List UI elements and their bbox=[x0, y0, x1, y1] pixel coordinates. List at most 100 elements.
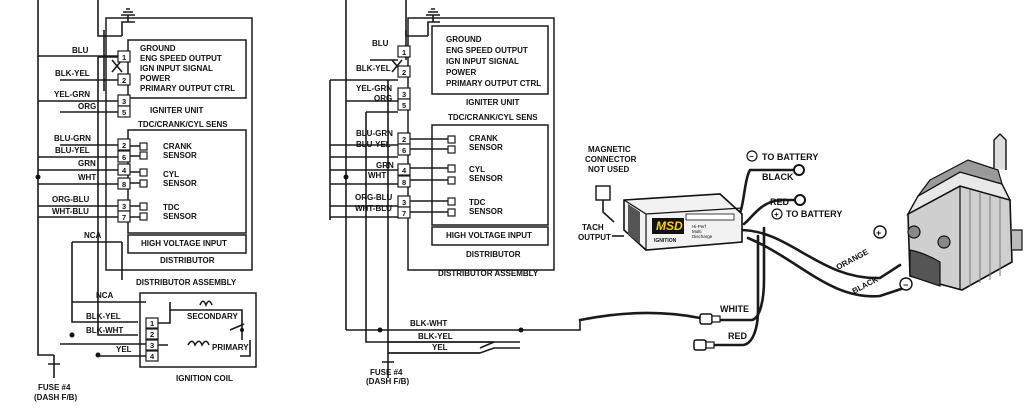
wire-label: BLU bbox=[72, 46, 89, 55]
svg-text:OUTPUT: OUTPUT bbox=[578, 233, 611, 242]
svg-text:CRANK: CRANK bbox=[163, 142, 192, 151]
svg-text:2: 2 bbox=[122, 141, 126, 150]
svg-text:6: 6 bbox=[122, 153, 126, 162]
svg-text:TDC: TDC bbox=[163, 203, 180, 212]
distributor-assembly-label: DISTRIBUTOR ASSEMBLY bbox=[136, 278, 237, 287]
svg-text:SENSOR: SENSOR bbox=[469, 174, 503, 183]
ignition-coil-box bbox=[139, 292, 257, 368]
svg-text:TDC: TDC bbox=[469, 198, 486, 207]
svg-text:ENG SPEED OUTPUT: ENG SPEED OUTPUT bbox=[446, 46, 528, 55]
svg-text:SENSOR: SENSOR bbox=[469, 207, 503, 216]
fuse-label: FUSE #4 bbox=[38, 383, 71, 392]
pin-5-left: 5 bbox=[122, 108, 126, 117]
svg-text:CONNECTOR: CONNECTOR bbox=[585, 155, 637, 164]
igniter-unit-box-right bbox=[431, 25, 549, 95]
hv-input-box-right bbox=[431, 226, 549, 246]
wire-label: BLU-YEL bbox=[55, 146, 90, 155]
svg-text:SENSOR: SENSOR bbox=[469, 143, 503, 152]
svg-text:BLACK: BLACK bbox=[762, 172, 794, 182]
magnetic-connector-icon bbox=[595, 185, 611, 201]
right-diagram: 1 2 3 5 2 6 4 8 3 7 BLU BLK-YEL YEL-GRN … bbox=[329, 0, 581, 386]
red-wire-top bbox=[742, 198, 798, 226]
svg-text:CYL: CYL bbox=[469, 165, 485, 174]
red-wire-bottom bbox=[703, 234, 760, 347]
msd-box: MSD IGNITION Hi-Perf Multi Discharge bbox=[623, 193, 743, 251]
fuse-sub-label: (DASH F/B) bbox=[34, 393, 77, 402]
coil-wire-label: BLK-YEL bbox=[86, 312, 121, 321]
igniter-unit-label: IGNITER UNIT bbox=[150, 106, 203, 115]
svg-text:BLU-YEL: BLU-YEL bbox=[356, 140, 391, 149]
svg-text:Multi: Multi bbox=[692, 229, 702, 234]
svg-text:WHT: WHT bbox=[368, 171, 386, 180]
svg-text:BLU: BLU bbox=[372, 39, 389, 48]
svg-text:RED: RED bbox=[770, 197, 790, 207]
wire-label: YEL-GRN bbox=[54, 90, 90, 99]
svg-text:8: 8 bbox=[402, 178, 406, 187]
svg-text:SENSOR: SENSOR bbox=[163, 212, 197, 221]
svg-text:3: 3 bbox=[402, 198, 406, 207]
secondary-label: SECONDARY bbox=[187, 312, 238, 321]
svg-text:ORANGE: ORANGE bbox=[835, 247, 871, 272]
svg-text:DISTRIBUTOR ASSEMBLY: DISTRIBUTOR ASSEMBLY bbox=[438, 269, 539, 278]
ground-symbol-left bbox=[121, 8, 135, 22]
pin-2-left: 2 bbox=[122, 76, 126, 85]
msd-ignition-coil-drawing bbox=[906, 133, 1023, 291]
svg-text:FUSE #4: FUSE #4 bbox=[370, 368, 403, 377]
minus-icon bbox=[746, 150, 758, 162]
svg-text:WHT-BLU: WHT-BLU bbox=[355, 204, 392, 213]
svg-text:HIGH VOLTAGE INPUT: HIGH VOLTAGE INPUT bbox=[446, 231, 532, 240]
wire-label: BLK-YEL bbox=[55, 69, 90, 78]
left-diagram: 1 2 3 5 2 6 4 8 3 7 BLU BLK-YEL YEL-GRN … bbox=[34, 0, 257, 402]
svg-text:IGN INPUT SIGNAL: IGN INPUT SIGNAL bbox=[446, 57, 519, 66]
svg-text:7: 7 bbox=[402, 209, 406, 218]
svg-text:+: + bbox=[774, 210, 779, 219]
svg-text:4: 4 bbox=[122, 166, 127, 175]
svg-text:(DASH F/B): (DASH F/B) bbox=[366, 377, 409, 386]
svg-text:3: 3 bbox=[122, 202, 126, 211]
svg-text:IGNITER UNIT: IGNITER UNIT bbox=[466, 98, 519, 107]
svg-text:DISTRIBUTOR: DISTRIBUTOR bbox=[466, 250, 521, 259]
orange-wire bbox=[738, 228, 902, 280]
svg-text:SENSOR: SENSOR bbox=[163, 179, 197, 188]
svg-text:ENG SPEED OUTPUT: ENG SPEED OUTPUT bbox=[140, 54, 222, 63]
wire-label: NCA bbox=[84, 231, 102, 240]
black-wire-coil bbox=[746, 236, 906, 298]
hv-input-box-left bbox=[127, 234, 247, 254]
wire-label: BLU-GRN bbox=[54, 134, 91, 143]
pin-3-left: 3 bbox=[122, 97, 126, 106]
svg-text:CYL: CYL bbox=[163, 170, 179, 179]
svg-text:4: 4 bbox=[150, 352, 155, 361]
svg-text:2: 2 bbox=[402, 135, 406, 144]
distributor-label: DISTRIBUTOR bbox=[160, 256, 215, 265]
sensor-title: TDC/CRANK/CYL SENS bbox=[138, 120, 228, 129]
svg-text:+: + bbox=[876, 228, 881, 238]
svg-text:BLK-YEL: BLK-YEL bbox=[418, 332, 453, 341]
coil-wire-label: BLK-WHT bbox=[86, 326, 123, 335]
svg-text:3: 3 bbox=[402, 90, 406, 99]
svg-text:Hi-Perf: Hi-Perf bbox=[692, 224, 707, 229]
svg-text:RED: RED bbox=[728, 331, 748, 341]
coil-wire-label: YEL bbox=[116, 345, 132, 354]
svg-text:2: 2 bbox=[150, 330, 154, 339]
svg-text:WHITE: WHITE bbox=[720, 304, 749, 314]
msd-logo: MSD bbox=[656, 219, 683, 233]
svg-text:TDC/CRANK/CYL SENS: TDC/CRANK/CYL SENS bbox=[448, 113, 538, 122]
svg-text:TO BATTERY: TO BATTERY bbox=[786, 209, 842, 219]
svg-text:IGN INPUT SIGNAL: IGN INPUT SIGNAL bbox=[140, 64, 213, 73]
svg-text:BLU-GRN: BLU-GRN bbox=[356, 129, 393, 138]
ring-terminal-pos bbox=[794, 194, 806, 206]
sensor-box-right bbox=[431, 124, 549, 226]
svg-text:8: 8 bbox=[122, 180, 126, 189]
svg-text:MAGNETIC: MAGNETIC bbox=[588, 145, 631, 154]
svg-text:ORG-BLU: ORG-BLU bbox=[355, 193, 393, 202]
hv-input-label: HIGH VOLTAGE INPUT bbox=[141, 239, 227, 248]
svg-text:SENSOR: SENSOR bbox=[163, 151, 197, 160]
svg-text:GRN: GRN bbox=[376, 161, 394, 170]
wire-label: GRN bbox=[78, 159, 96, 168]
igniter-unit-box-left bbox=[127, 39, 247, 99]
connector-red bbox=[693, 339, 707, 351]
svg-text:GROUND: GROUND bbox=[446, 35, 482, 44]
svg-text:6: 6 bbox=[402, 146, 406, 155]
svg-text:BLK-YEL: BLK-YEL bbox=[356, 64, 391, 73]
